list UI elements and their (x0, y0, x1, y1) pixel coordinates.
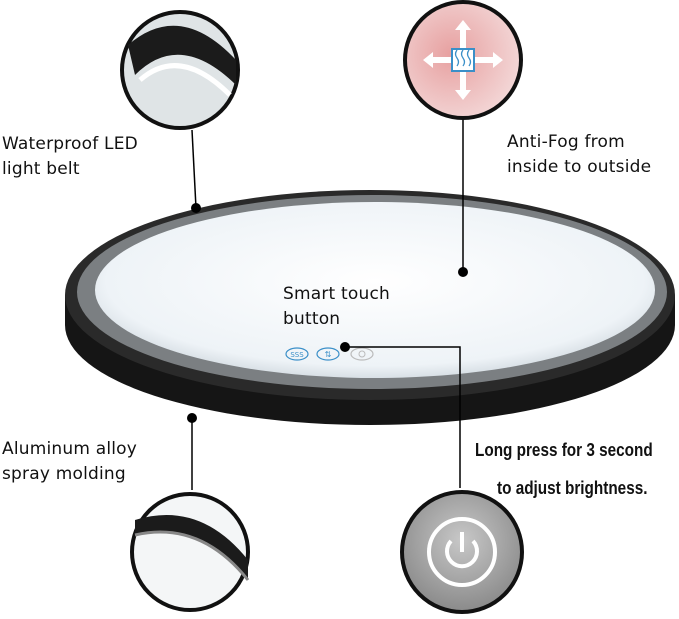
power-icon (445, 539, 479, 569)
touch-callout: Smart touch button (283, 282, 390, 332)
callout-dots (187, 203, 468, 423)
round-mirror (65, 190, 675, 425)
callout-text: Aluminum alloy (2, 439, 138, 459)
callout-text: inside to outside (507, 157, 652, 177)
frame-detail-circle (130, 492, 250, 612)
touch-buttons: SSS ⇅ (285, 347, 374, 361)
antifog-detail-circle (403, 0, 523, 120)
power-button-icon (358, 350, 366, 358)
callout-text: Waterproof LED (2, 134, 138, 154)
antifog-callout: Anti-Fog from inside to outside (507, 130, 651, 180)
leader-lines (191, 118, 464, 490)
callout-text: Smart touch (283, 284, 390, 304)
dimmer-button-icon: ⇅ (325, 350, 332, 359)
led-callout: Waterproof LED light belt (2, 132, 138, 182)
callout-text: spray molding (2, 464, 126, 484)
callout-text: light belt (2, 159, 80, 179)
callout-text: Anti-Fog from (507, 132, 625, 152)
power-button-detail-circle (400, 490, 524, 614)
defog-button-icon: SSS (290, 351, 304, 359)
callout-text: button (283, 309, 341, 329)
frame-callout: Aluminum alloy spray molding (2, 437, 137, 487)
brightness-callout-line2: to adjust brightness. (497, 478, 648, 498)
brightness-callout-line1: Long press for 3 second (475, 440, 653, 460)
led-detail-circle (120, 10, 240, 130)
